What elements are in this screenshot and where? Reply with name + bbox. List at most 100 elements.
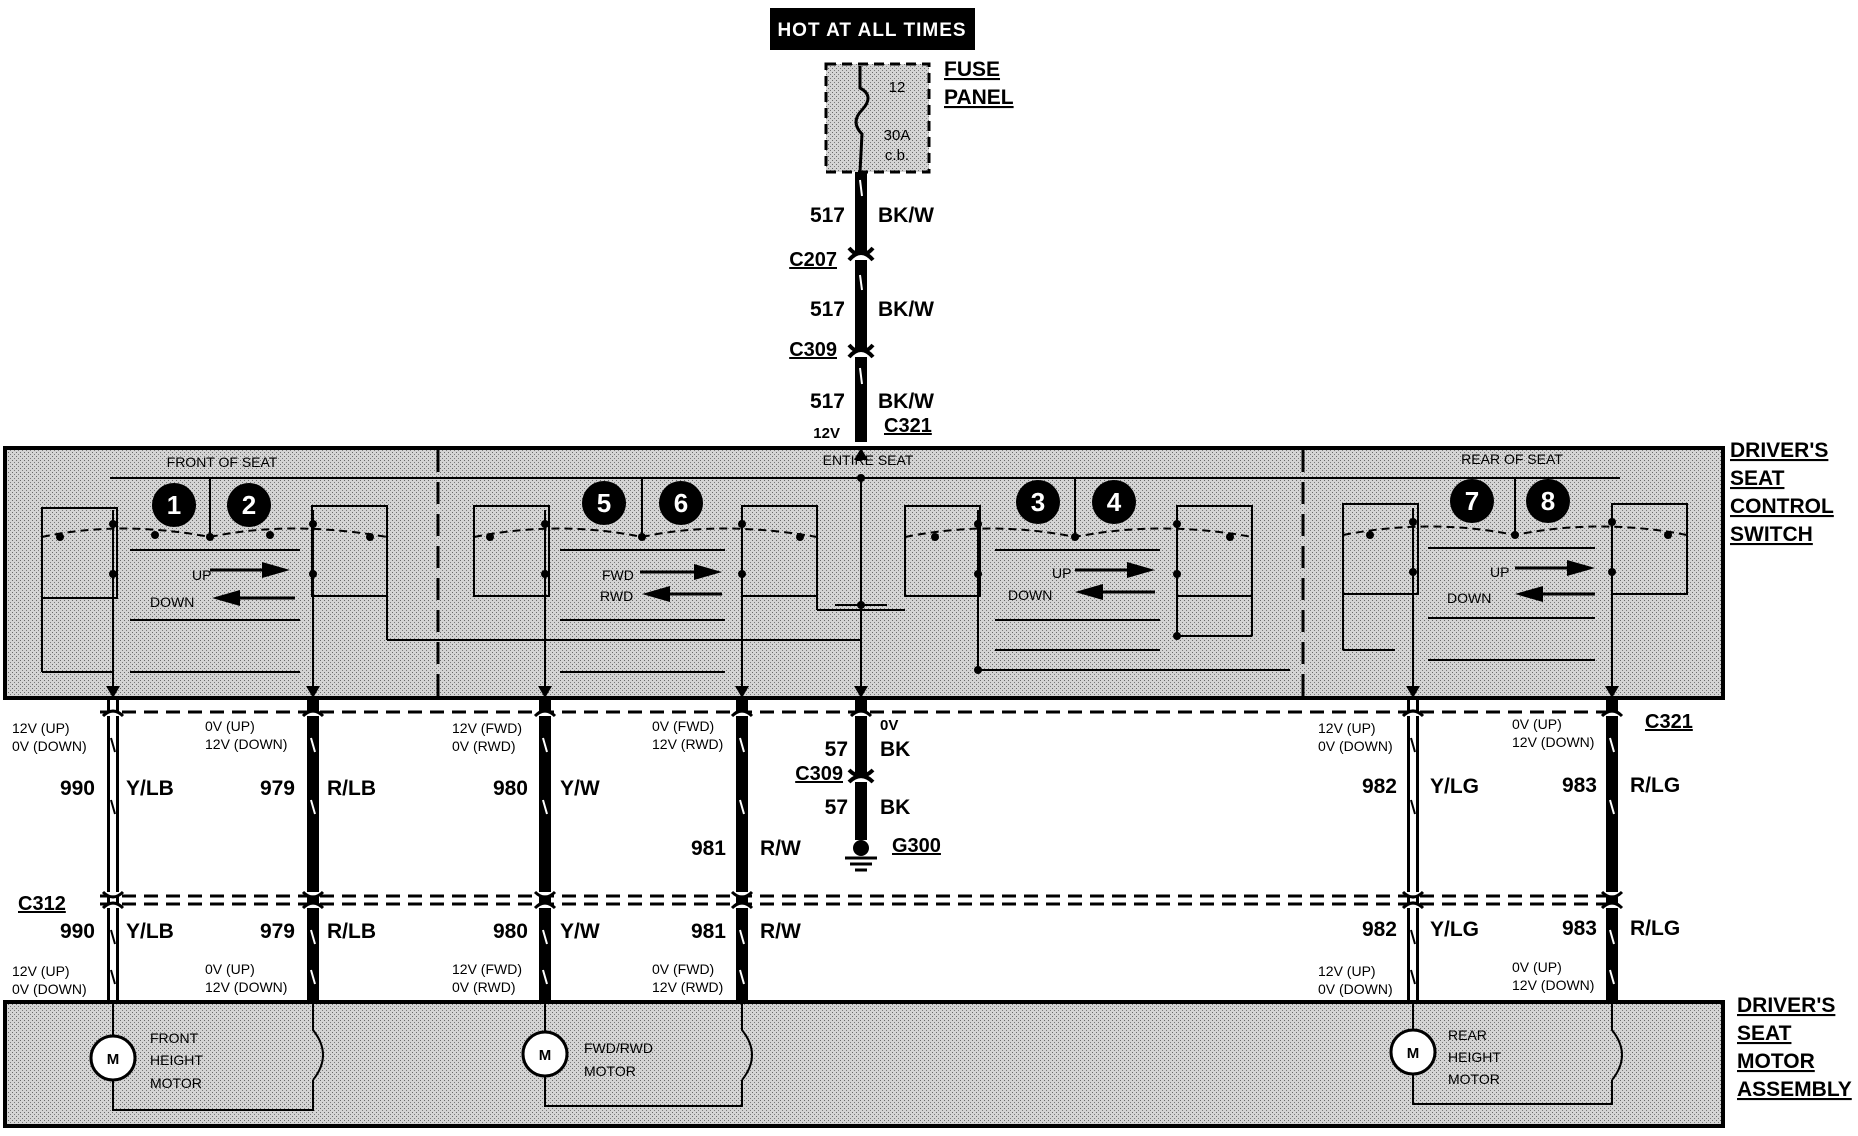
feed-wire-517 (847, 172, 875, 442)
fuse-panel-title: FUSE (944, 58, 1000, 81)
switch-number-3: 3 (1031, 487, 1045, 517)
harness-wires (101, 700, 1624, 1000)
wire-982-v1-top: 12V (UP) (1318, 720, 1376, 736)
rear-down-label: DOWN (1447, 590, 1491, 606)
rear-motor-icon: M (1407, 1045, 1420, 1062)
switch-number-4: 4 (1107, 487, 1122, 517)
wire-990-v2-top: 0V (DOWN) (12, 738, 87, 754)
wire-990-circuit-bottom: 990 (60, 920, 95, 943)
wire-982-v1-bottom: 12V (UP) (1318, 963, 1376, 979)
switch-number-1: 1 (167, 490, 181, 520)
rear-up-label: UP (1490, 564, 1509, 580)
switch-number-5: 5 (597, 488, 611, 518)
wire-981-color-top: R/W (760, 837, 801, 860)
switch-title-4: SWITCH (1730, 523, 1813, 546)
ground-color-2: BK (880, 796, 910, 819)
connector-c309-bottom: C309 (795, 763, 843, 785)
front-up-label: UP (192, 567, 211, 583)
motor-assembly-title-1: DRIVER'S (1737, 994, 1835, 1017)
connector-c207: C207 (789, 249, 837, 271)
wire-980-v2-top: 0V (RWD) (452, 738, 516, 754)
feed-circuit-2: 517 (810, 298, 845, 321)
front-of-seat-label: FRONT OF SEAT (167, 454, 278, 470)
wire-980-color-top: Y/W (560, 777, 600, 800)
rwd-label: RWD (600, 588, 633, 604)
wire-980-v2-bottom: 0V (RWD) (452, 979, 516, 995)
wire-979-v2-bottom: 12V (DOWN) (205, 979, 287, 995)
wire-979-circuit-top: 979 (260, 777, 295, 800)
rear-motor-label-1: REAR (1448, 1027, 1487, 1043)
feed-voltage: 12V (813, 425, 840, 442)
front-down-label: DOWN (150, 594, 194, 610)
motor-assembly-title-4: ASSEMBLY (1737, 1078, 1852, 1101)
hot-at-all-times-label: HOT AT ALL TIMES (770, 8, 975, 50)
wire-983-color-bottom: R/LG (1630, 917, 1680, 940)
connector-c321: C321 (1645, 711, 1693, 733)
wire-979-color-bottom: R/LB (327, 920, 376, 943)
wire-981-circuit-bottom: 981 (691, 920, 726, 943)
seat-control-switch (3, 446, 1725, 700)
feed-circuit-1: 517 (810, 204, 845, 227)
switch-number-8: 8 (1541, 486, 1555, 516)
rear-of-seat-label: REAR OF SEAT (1461, 451, 1563, 467)
connector-c312: C312 (18, 893, 66, 915)
wire-983-circuit-bottom: 983 (1562, 917, 1597, 940)
svg-text:c.b.: c.b. (885, 147, 909, 164)
motor-assembly-title-2: SEAT (1737, 1022, 1792, 1045)
motor-assembly-title-3: MOTOR (1737, 1050, 1815, 1073)
ground-circuit-1: 57 (825, 738, 848, 761)
feed-color-1: BK/W (878, 204, 934, 227)
wire-983-v2-bottom: 12V (DOWN) (1512, 977, 1594, 993)
ground-voltage: 0V (880, 717, 898, 734)
wire-979-color-top: R/LB (327, 777, 376, 800)
seat-motor-assembly (3, 1000, 1725, 1128)
connector-c321-top: C321 (884, 415, 932, 437)
switch-number-6: 6 (674, 488, 688, 518)
wire-990-v1-top: 12V (UP) (12, 720, 70, 736)
wire-979-v1-top: 0V (UP) (205, 718, 255, 734)
wire-990-v1-bottom: 12V (UP) (12, 963, 70, 979)
wire-979-v1-bottom: 0V (UP) (205, 961, 255, 977)
svg-text:12: 12 (889, 79, 906, 96)
wire-983-v1-bottom: 0V (UP) (1512, 959, 1562, 975)
wire-980-circuit-top: 980 (493, 777, 528, 800)
fwd-motor-icon: M (539, 1047, 552, 1064)
wire-990-color-bottom: Y/LB (126, 920, 174, 943)
wire-979-circuit-bottom: 979 (260, 920, 295, 943)
entire-seat-label: ENTIRE SEAT (823, 452, 914, 468)
wire-981-color-bottom: R/W (760, 920, 801, 943)
feed-circuit-3: 517 (810, 390, 845, 413)
rear-motor-label-3: MOTOR (1448, 1071, 1500, 1087)
switch-title-2: SEAT (1730, 467, 1785, 490)
wire-982-color-top: Y/LG (1430, 775, 1479, 798)
front-motor-label-2: HEIGHT (150, 1052, 203, 1068)
wire-982-circuit-top: 982 (1362, 775, 1397, 798)
front-motor-label-1: FRONT (150, 1030, 199, 1046)
svg-text:HOT AT ALL TIMES: HOT AT ALL TIMES (777, 20, 966, 41)
wire-981-v1-bottom: 0V (FWD) (652, 961, 714, 977)
entire-up-label: UP (1052, 565, 1071, 581)
fwd-label: FWD (602, 567, 634, 583)
ground-circuit-2: 57 (825, 796, 848, 819)
switch-title-3: CONTROL (1730, 495, 1834, 518)
wire-981-circuit-top: 981 (691, 837, 726, 860)
fwd-motor-label-2: MOTOR (584, 1063, 636, 1079)
wire-983-v1-top: 0V (UP) (1512, 716, 1562, 732)
wire-990-circuit-top: 990 (60, 777, 95, 800)
wire-980-color-bottom: Y/W (560, 920, 600, 943)
wire-983-v2-top: 12V (DOWN) (1512, 734, 1594, 750)
wire-981-v1-top: 0V (FWD) (652, 718, 714, 734)
switch-number-2: 2 (242, 490, 256, 520)
wire-980-circuit-bottom: 980 (493, 920, 528, 943)
wire-979-v2-top: 12V (DOWN) (205, 736, 287, 752)
wire-982-v2-bottom: 0V (DOWN) (1318, 981, 1393, 997)
wire-982-v2-top: 0V (DOWN) (1318, 738, 1393, 754)
wire-983-circuit-top: 983 (1562, 774, 1597, 797)
ground-color-1: BK (880, 738, 910, 761)
wire-980-v1-bottom: 12V (FWD) (452, 961, 522, 977)
switch-title-1: DRIVER'S (1730, 439, 1828, 462)
front-motor-label-3: MOTOR (150, 1075, 202, 1091)
ground-g300: G300 (892, 835, 941, 857)
wire-981-v2-top: 12V (RWD) (652, 736, 723, 752)
